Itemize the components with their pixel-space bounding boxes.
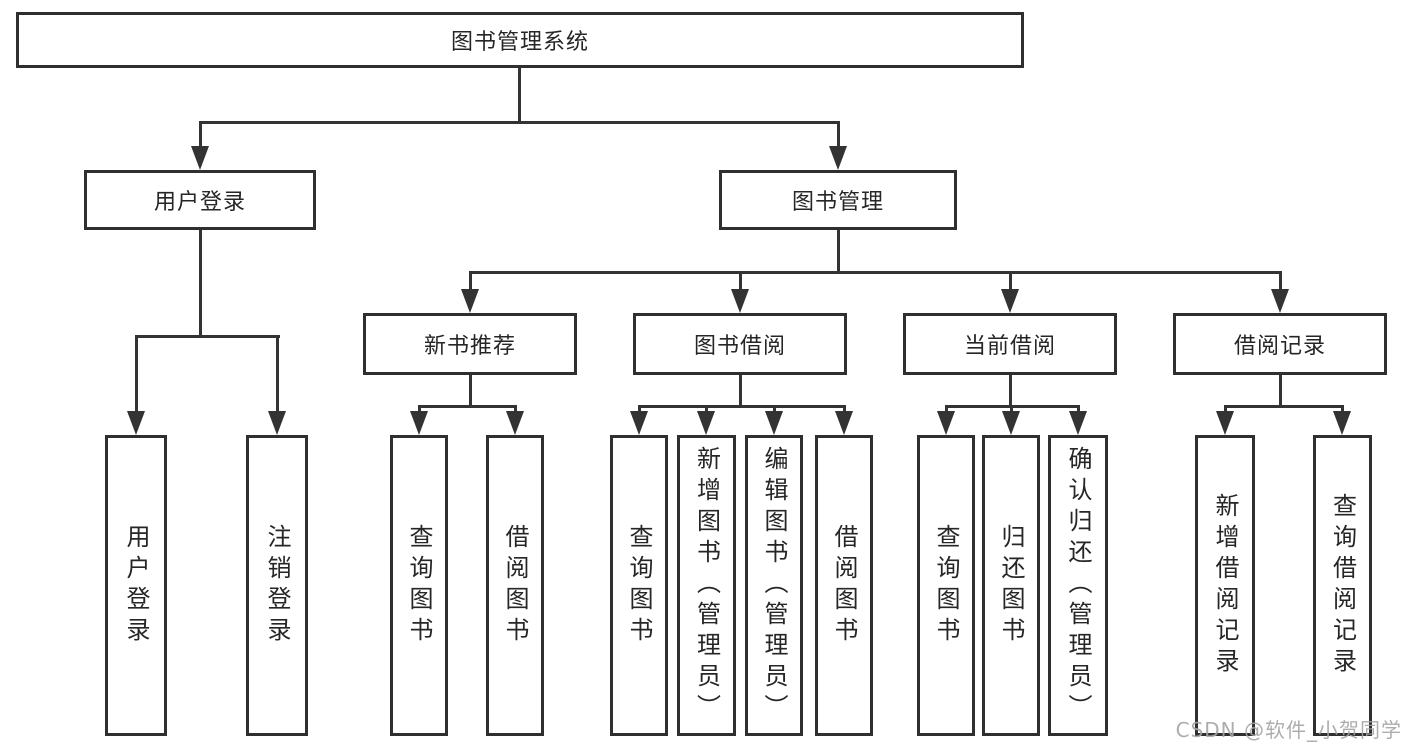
edge-userlogin-trunk [199, 230, 202, 338]
edge-borrowing-drop-2 [705, 405, 708, 415]
node-label: 归还图书 [997, 523, 1025, 648]
arrow-down-icon [731, 289, 749, 313]
arrow-down-icon [937, 411, 955, 435]
edge-current-drop-1 [945, 405, 948, 415]
arrow-down-icon [835, 411, 853, 435]
leaf-edit-books-admin: 编辑图书（管理员） [745, 435, 803, 736]
edge-bookmgmt-drop-3 [1009, 271, 1012, 292]
arrow-down-icon [461, 289, 479, 313]
edge-root-drop-book-management [837, 121, 840, 148]
edge-root-bar [199, 121, 840, 124]
node-library-system: 图书管理系统 [16, 12, 1024, 68]
edge-userlogin-drop-1 [135, 335, 138, 413]
leaf-confirm-return-admin: 确认归还（管理员） [1048, 435, 1108, 736]
edge-root-drop-user-login [199, 121, 202, 148]
edge-current-trunk [1009, 375, 1012, 408]
arrow-down-icon [630, 411, 648, 435]
edge-userlogin-drop-2 [276, 335, 279, 413]
node-book-borrowing: 图书借阅 [633, 313, 847, 375]
edge-bookmgmt-bar [469, 271, 1282, 274]
edge-bookmgmt-drop-4 [1279, 271, 1282, 292]
node-label: 新增图书（管理员） [692, 446, 721, 725]
node-book-management: 图书管理 [719, 170, 957, 230]
edge-records-trunk [1279, 375, 1282, 408]
node-label: 新增借阅记录 [1211, 492, 1239, 679]
node-label: 查询图书 [932, 523, 960, 648]
edge-current-drop-3 [1077, 405, 1080, 415]
arrow-down-icon [1002, 411, 1020, 435]
node-label: 编辑图书（管理员） [760, 446, 788, 725]
edge-current-drop-2 [1010, 405, 1013, 415]
edge-bookmgmt-drop-2 [739, 271, 742, 292]
edge-borrowing-trunk [739, 375, 742, 408]
edge-borrowing-drop-1 [638, 405, 641, 415]
edge-records-bar [1224, 405, 1344, 408]
node-new-book-recommendation: 新书推荐 [363, 313, 577, 375]
node-label: 图书管理 [791, 190, 884, 215]
edge-records-drop-2 [1341, 405, 1344, 415]
node-label: 当前借阅 [963, 334, 1056, 359]
leaf-return-books: 归还图书 [982, 435, 1040, 736]
leaf-add-books-admin: 新增图书（管理员） [677, 435, 736, 736]
arrow-down-icon [1001, 289, 1019, 313]
edge-recommend-trunk [469, 375, 472, 408]
csdn-watermark: CSDN @软件_小贺同学 [1175, 718, 1402, 742]
edge-root-trunk [518, 68, 521, 121]
arrow-down-icon [1069, 411, 1087, 435]
leaf-logout: 注销登录 [246, 435, 308, 736]
node-label: 图书管理系统 [450, 30, 589, 55]
node-label: 确认归还（管理员） [1064, 446, 1092, 725]
edge-recommend-bar [418, 405, 517, 408]
leaf-query-books-borrowing: 查询图书 [610, 435, 668, 736]
node-label: 用户登录 [122, 523, 150, 648]
node-label: 借阅图书 [830, 523, 858, 648]
edge-bookmgmt-drop-1 [469, 271, 472, 292]
leaf-borrow-books-borrowing: 借阅图书 [815, 435, 873, 736]
leaf-user-login: 用户登录 [105, 435, 167, 736]
arrow-down-icon [127, 411, 145, 435]
node-label: 用户登录 [153, 190, 246, 215]
node-label: 查询图书 [405, 523, 433, 648]
node-label: 注销登录 [263, 523, 291, 648]
arrow-down-icon [506, 411, 524, 435]
node-label: 查询图书 [625, 523, 653, 648]
node-label: 借阅记录 [1233, 334, 1326, 359]
edge-records-drop-1 [1224, 405, 1227, 415]
arrow-down-icon [765, 411, 783, 435]
edge-borrowing-drop-3 [773, 405, 776, 415]
arrow-down-icon [1216, 411, 1234, 435]
edge-borrowing-bar [638, 405, 846, 408]
arrow-down-icon [410, 411, 428, 435]
leaf-query-books-current: 查询图书 [917, 435, 975, 736]
leaf-add-borrow-record: 新增借阅记录 [1195, 435, 1255, 736]
arrow-down-icon [268, 411, 286, 435]
edge-recommend-drop-1 [418, 405, 421, 415]
leaf-query-books-recommend: 查询图书 [390, 435, 448, 736]
edge-bookmgmt-trunk [837, 230, 840, 274]
node-label: 新书推荐 [423, 334, 516, 359]
arrow-down-icon [1271, 289, 1289, 313]
edge-userlogin-bar [135, 335, 280, 338]
arrow-down-icon [1333, 411, 1351, 435]
node-current-borrowing: 当前借阅 [903, 313, 1117, 375]
edge-recommend-drop-2 [514, 405, 517, 415]
node-borrowing-records: 借阅记录 [1173, 313, 1387, 375]
leaf-borrow-books-recommend: 借阅图书 [486, 435, 544, 736]
leaf-query-borrow-record: 查询借阅记录 [1313, 435, 1372, 736]
arrow-down-icon [191, 146, 209, 170]
arrow-down-icon [829, 146, 847, 170]
node-user-login: 用户登录 [84, 170, 316, 230]
edge-borrowing-drop-4 [843, 405, 846, 415]
arrow-down-icon [697, 411, 715, 435]
node-label: 查询借阅记录 [1328, 492, 1357, 679]
node-label: 借阅图书 [501, 523, 529, 648]
node-label: 图书借阅 [693, 334, 786, 359]
